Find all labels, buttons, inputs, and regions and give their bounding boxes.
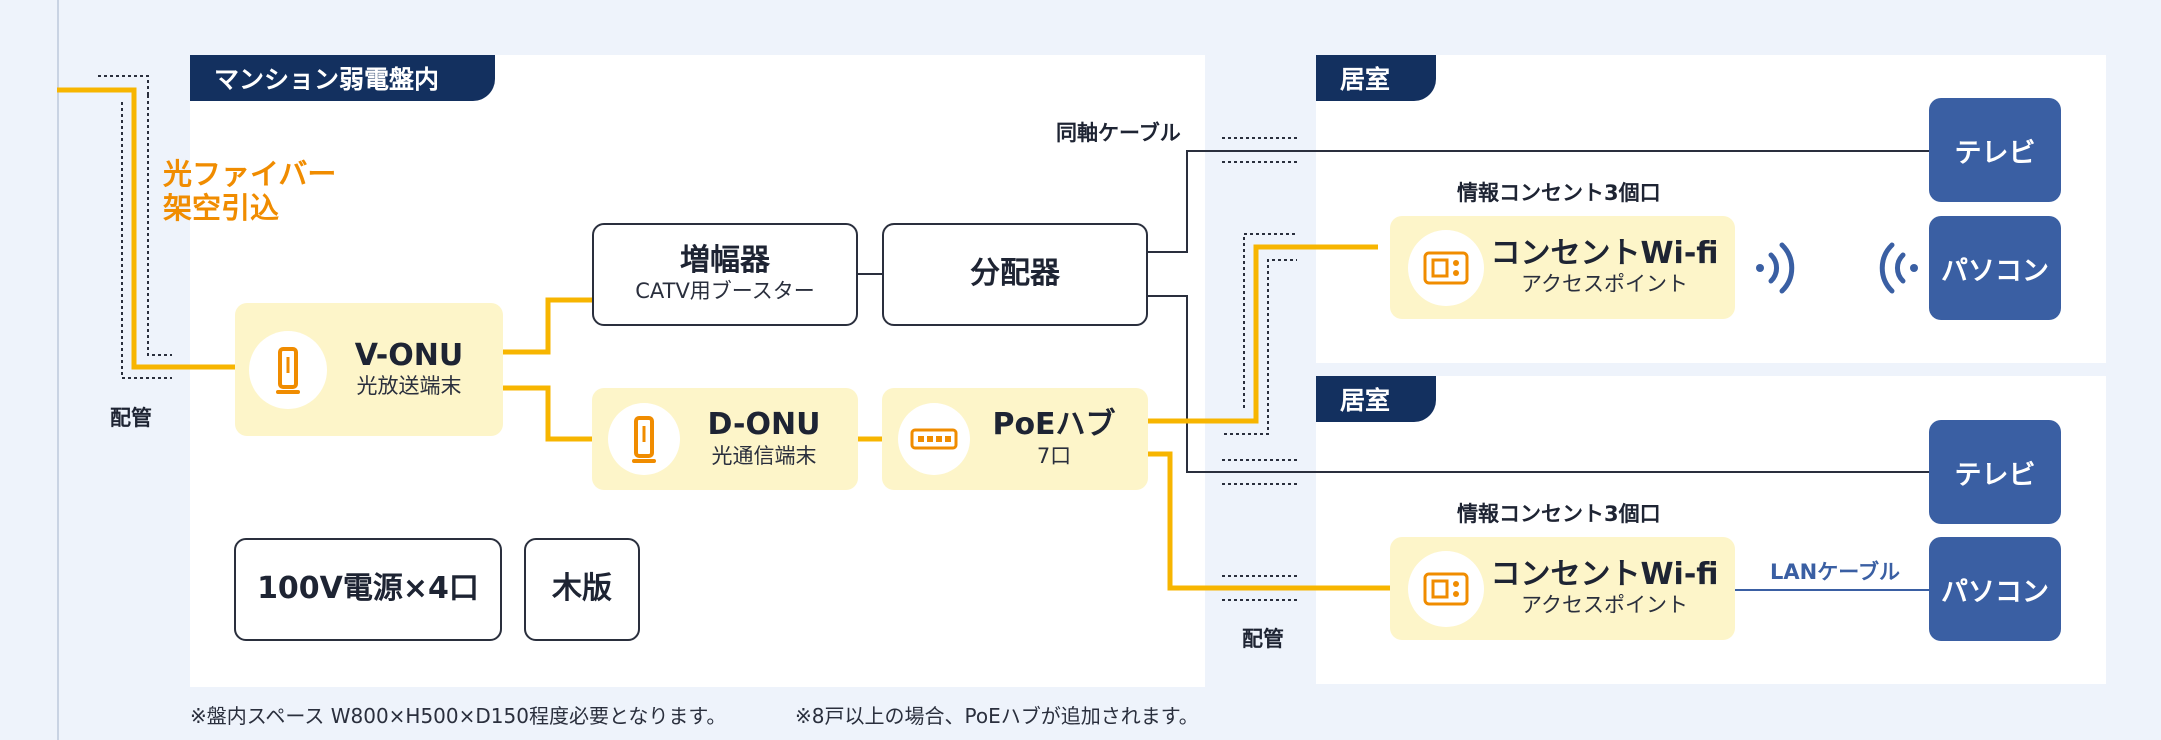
d-onu-device-icon xyxy=(608,403,680,475)
tv2-box[interactable]: テレビ xyxy=(1929,420,2061,524)
v-onu-name: V-ONU xyxy=(354,337,464,373)
fiber-label: 光ファイバー 架空引込 xyxy=(163,157,336,225)
power-outlet-box[interactable]: 100V電源×4口 xyxy=(234,538,502,641)
conduit-dotted xyxy=(1243,233,1297,408)
v-onu-desc: 光放送端末 xyxy=(356,374,462,399)
power-outlet-name: 100V電源×4口 xyxy=(257,571,479,607)
poe-hub-name: PoEハブ xyxy=(992,407,1116,443)
conduit-left-label: 配管 xyxy=(110,406,152,430)
coax-label: 同軸ケーブル xyxy=(1056,121,1181,145)
conduit-bottom-label: 配管 xyxy=(1242,627,1284,651)
amplifier-desc: CATV用ブースター xyxy=(635,279,815,304)
section-room2-tag: 居室 xyxy=(1316,376,1436,422)
wifi-ap2-desc: アクセスポイント xyxy=(1521,593,1688,618)
outlet1-label: 情報コンセント3個口 xyxy=(1457,181,1661,205)
pc2-box[interactable]: パソコン xyxy=(1929,537,2061,641)
poe-hub-desc: 7口 xyxy=(1036,443,1072,468)
wall-outlet-icon xyxy=(1408,229,1484,306)
amplifier-box[interactable]: 増幅器 CATV用ブースター xyxy=(592,223,858,326)
section-room1-tag: 居室 xyxy=(1316,55,1436,101)
fiber-label-line1: 光ファイバー xyxy=(163,157,337,191)
lan-cable-label: LANケーブル xyxy=(1770,560,1900,584)
wifi-ap2-name: コンセントWi-fi xyxy=(1490,556,1719,592)
outlet2-label: 情報コンセント3個口 xyxy=(1457,502,1661,526)
conduit-left-outline xyxy=(98,75,149,95)
tv1-box[interactable]: テレビ xyxy=(1929,98,2061,202)
splitter-box[interactable]: 分配器 xyxy=(882,223,1148,326)
conduit-left-outline xyxy=(121,102,172,379)
footnote-space: ※盤内スペース W800×H500×D150程度必要となります。 xyxy=(190,704,727,728)
amplifier-name: 増幅器 xyxy=(680,242,770,278)
conduit-dotted xyxy=(1224,259,1297,435)
section-panel-tag: マンション弱電盤内 xyxy=(190,55,495,101)
left-guide-line xyxy=(57,0,59,740)
footnote-poe: ※8戸以上の場合、PoEハブが追加されます。 xyxy=(795,704,1199,728)
d-onu-box[interactable]: D-ONU 光通信端末 xyxy=(592,388,858,490)
fiber-label-line2: 架空引込 xyxy=(163,191,280,226)
wifi-ap1-box[interactable]: コンセントWi-fi アクセスポイント xyxy=(1390,216,1735,319)
poe-hub-icon xyxy=(898,403,970,475)
wifi-ap2-box[interactable]: コンセントWi-fi アクセスポイント xyxy=(1390,537,1735,640)
pc1-box[interactable]: パソコン xyxy=(1929,216,2061,320)
wifi-ap1-name: コンセントWi-fi xyxy=(1490,235,1719,271)
wood-board-name: 木版 xyxy=(552,571,612,607)
splitter-name: 分配器 xyxy=(970,256,1060,292)
poe-hub-box[interactable]: PoEハブ 7口 xyxy=(882,388,1148,490)
v-onu-box[interactable]: V-ONU 光放送端末 xyxy=(235,303,503,436)
wifi-ap1-desc: アクセスポイント xyxy=(1521,272,1688,297)
v-onu-device-icon xyxy=(249,330,327,409)
d-onu-name: D-ONU xyxy=(707,407,821,443)
d-onu-desc: 光通信端末 xyxy=(711,443,817,468)
wall-outlet-icon xyxy=(1408,550,1484,627)
wood-board-box[interactable]: 木版 xyxy=(524,538,640,641)
